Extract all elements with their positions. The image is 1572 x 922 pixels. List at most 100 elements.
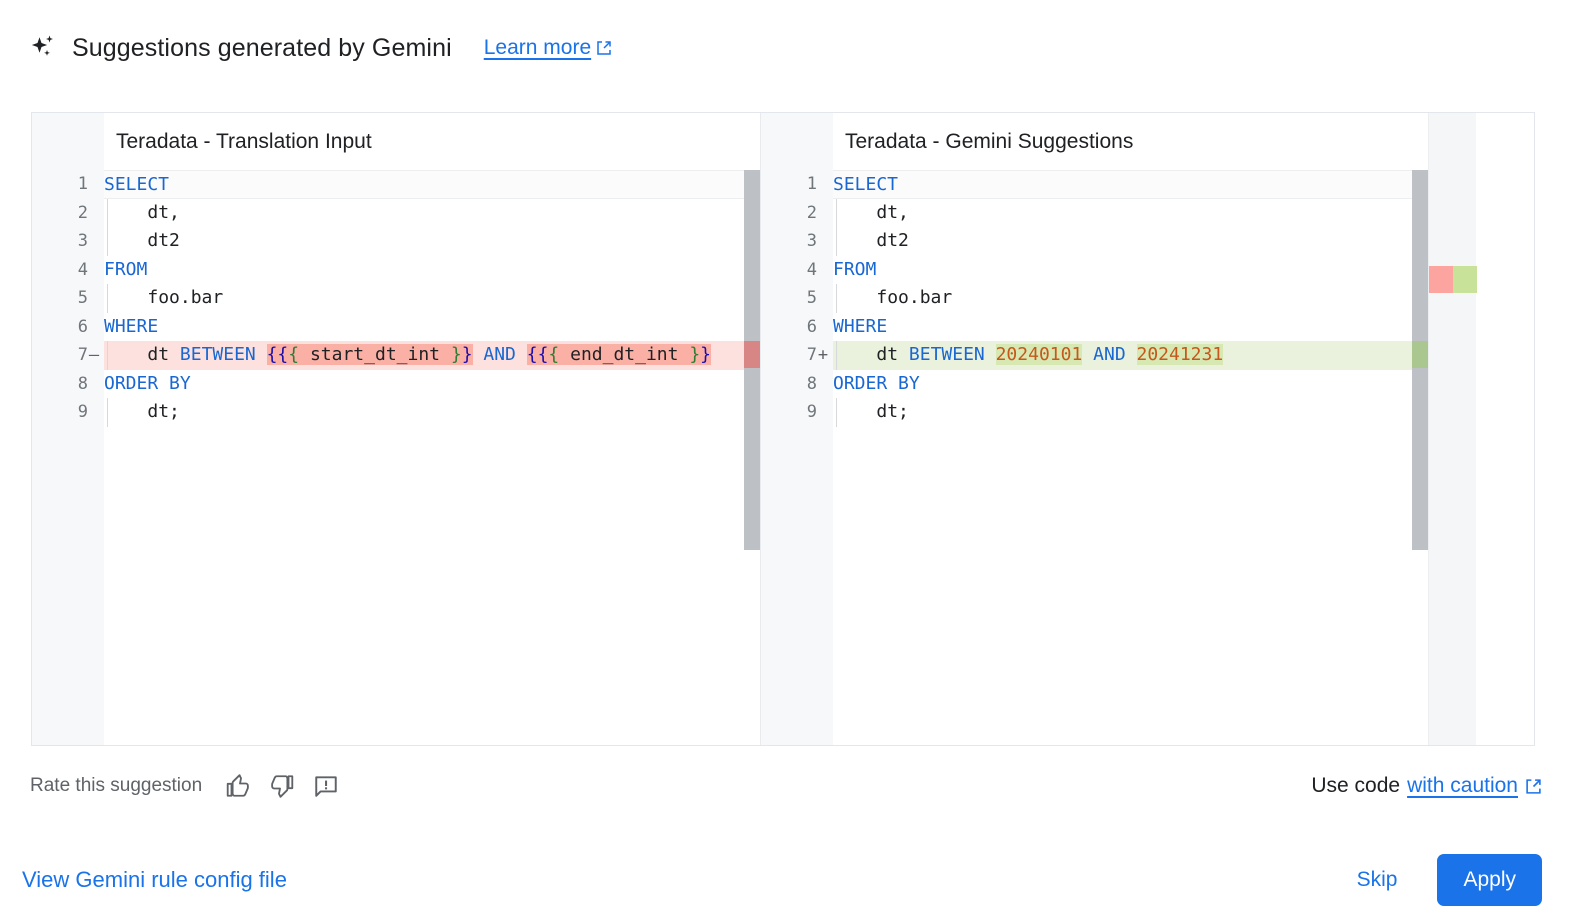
indent-guide	[107, 198, 108, 227]
sql-keyword: BETWEEN	[908, 344, 985, 365]
thumb-up-icon[interactable]	[225, 773, 251, 799]
line-number: 4	[806, 259, 817, 280]
report-feedback-icon[interactable]	[313, 773, 339, 799]
placeholder-end-dt: {{{ end_dt_int }}	[526, 344, 711, 365]
code-line: SELECT	[833, 170, 1476, 199]
sql-identifier: dt2	[147, 230, 180, 251]
sql-keyword: SELECT	[104, 174, 170, 195]
gutter-line: 6	[761, 313, 833, 342]
page-title: Suggestions generated by Gemini	[72, 33, 452, 62]
line-number: 2	[806, 202, 817, 223]
sql-keyword: FROM	[104, 258, 148, 280]
code-line-removed: dt BETWEEN {{{ start_dt_int }} AND {{{ e…	[104, 341, 760, 370]
code-line: SELECT	[104, 170, 760, 199]
use-code-caution: Use code with caution	[1311, 774, 1542, 798]
indent-guide	[107, 398, 108, 427]
code-line: FROM	[104, 256, 760, 285]
brace-open: {{	[526, 344, 549, 365]
gemini-sparkle-icon	[31, 35, 53, 56]
code-line: dt2	[104, 227, 760, 256]
indent-guide	[107, 284, 108, 313]
line-number: 8	[806, 373, 817, 394]
line-number: 5	[77, 288, 88, 308]
placeholder-name: end_dt_int	[559, 344, 690, 365]
sql-identifier: dt;	[147, 401, 180, 422]
sql-keyword: ORDER BY	[104, 372, 191, 394]
line-number: 6	[77, 316, 88, 337]
literal-end-date: 20241231	[1136, 344, 1224, 365]
code-line: dt;	[104, 398, 760, 427]
gutter-line: 7+	[761, 341, 833, 370]
code-line: dt;	[833, 398, 1476, 427]
sql-identifier: dt,	[147, 201, 180, 223]
indent-guide	[836, 284, 837, 313]
indent-guide	[836, 227, 837, 256]
code-line: FROM	[833, 256, 1476, 285]
sql-identifier: dt	[876, 344, 899, 365]
diff-pane-input: 1 2 3 4 5 6 7— 8 9 Teradata - Translatio…	[32, 113, 761, 745]
line-number: 2	[77, 202, 88, 223]
line-number: 3	[77, 231, 88, 251]
diff-overview-strip[interactable]	[1428, 113, 1477, 745]
code-line: dt,	[104, 198, 760, 227]
line-number: 7	[77, 345, 88, 365]
apply-button[interactable]: Apply	[1437, 854, 1542, 906]
indent-guide	[107, 227, 108, 256]
gutter-line: 8	[761, 370, 833, 399]
placeholder-name: start_dt_int	[299, 344, 451, 365]
gutter-line: 9	[32, 398, 104, 427]
code-line: dt,	[833, 198, 1476, 227]
gemini-suggestions-header: Suggestions generated by Gemini Learn mo…	[0, 0, 1572, 70]
learn-more-link[interactable]: Learn more	[484, 36, 612, 60]
sql-keyword: FROM	[833, 258, 877, 280]
code-line: ORDER BY	[104, 370, 760, 399]
brace-close: }	[461, 344, 473, 365]
pane-title-suggestions: Teradata - Gemini Suggestions	[833, 113, 1476, 170]
feedback-row: Rate this suggestion Use code with cauti…	[30, 762, 1542, 810]
diff-sign-added: +	[817, 345, 829, 365]
rate-icon-group	[225, 773, 339, 799]
line-number: 9	[806, 402, 817, 422]
gutter-line: 1	[32, 170, 104, 199]
diff-viewer: 1 2 3 4 5 6 7— 8 9 Teradata - Translatio…	[31, 112, 1535, 746]
sql-keyword: WHERE	[104, 315, 159, 337]
gutter-line: 2	[32, 199, 104, 228]
code-line: foo.bar	[833, 284, 1476, 313]
sql-identifier: dt,	[876, 201, 909, 223]
sql-identifier: dt2	[876, 230, 909, 251]
code-line: WHERE	[833, 313, 1476, 342]
gutter-line: 3	[32, 227, 104, 256]
indent-guide	[836, 341, 837, 370]
thumb-down-icon[interactable]	[269, 773, 295, 799]
rate-group: Rate this suggestion	[30, 773, 339, 799]
code-line: dt2	[833, 227, 1476, 256]
gutter-line: 7—	[32, 341, 104, 370]
indent-guide	[836, 398, 837, 427]
placeholder-start-dt: {{{ start_dt_int }}	[266, 344, 473, 365]
external-link-icon[interactable]	[1525, 778, 1542, 795]
line-number: 5	[806, 288, 817, 308]
code-area-left[interactable]: Teradata - Translation Input SELECT dt, …	[104, 113, 760, 745]
gutter-line: 9	[761, 398, 833, 427]
skip-button[interactable]: Skip	[1339, 856, 1416, 904]
action-buttons: Skip Apply	[1339, 854, 1542, 906]
brace-close: }	[700, 344, 711, 365]
scrollbar-right[interactable]	[1412, 113, 1428, 745]
gutter-line: 3	[761, 227, 833, 256]
diff-pane-suggestions: 1 2 3 4 5 6 7+ 8 9 Teradata - Gemini Sug…	[761, 113, 1477, 745]
with-caution-link[interactable]: with caution	[1407, 774, 1518, 797]
gutter-line: 4	[32, 256, 104, 285]
line-number: 7	[806, 345, 817, 365]
action-bar: View Gemini rule config file Skip Apply	[0, 838, 1572, 922]
gutter-line: 1	[761, 170, 833, 199]
sql-keyword: BETWEEN	[179, 344, 256, 365]
view-gemini-rule-config-link[interactable]: View Gemini rule config file	[22, 867, 287, 892]
diff-marker-added-right	[1412, 341, 1428, 368]
line-number-gutter-left: 1 2 3 4 5 6 7— 8 9	[32, 113, 104, 745]
line-number-gutter-right: 1 2 3 4 5 6 7+ 8 9	[761, 113, 833, 745]
scrollbar-left[interactable]	[744, 113, 760, 745]
indent-guide	[836, 198, 837, 227]
overview-block-added	[1453, 266, 1477, 293]
code-area-right[interactable]: Teradata - Gemini Suggestions SELECT dt,…	[833, 113, 1476, 745]
line-number: 3	[806, 231, 817, 251]
